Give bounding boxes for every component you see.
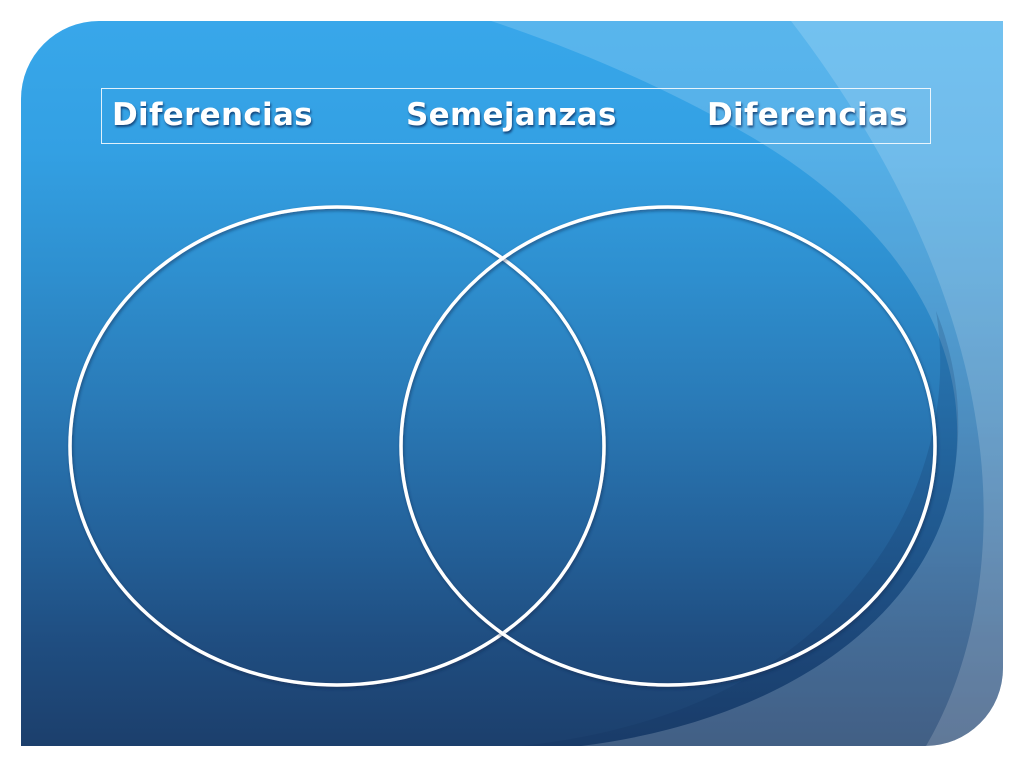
swoosh-shape-outer [791, 21, 1003, 746]
venn-left-circle[interactable] [68, 205, 606, 687]
venn-header-box: Diferencias Semejanzas Diferencias [101, 88, 931, 144]
swoosh-shape-large [491, 21, 1003, 746]
venn-right-circle[interactable] [399, 205, 937, 687]
header-label-similarities: Semejanzas [406, 97, 617, 133]
header-label-left-differences: Diferencias [112, 97, 313, 133]
header-label-right-differences: Diferencias [707, 97, 908, 133]
swoosh-shape-inner [521, 311, 959, 746]
venn-diagram [68, 205, 937, 687]
slide-panel: Diferencias Semejanzas Diferencias [21, 21, 1003, 746]
decorative-swoosh-background [491, 21, 1003, 746]
